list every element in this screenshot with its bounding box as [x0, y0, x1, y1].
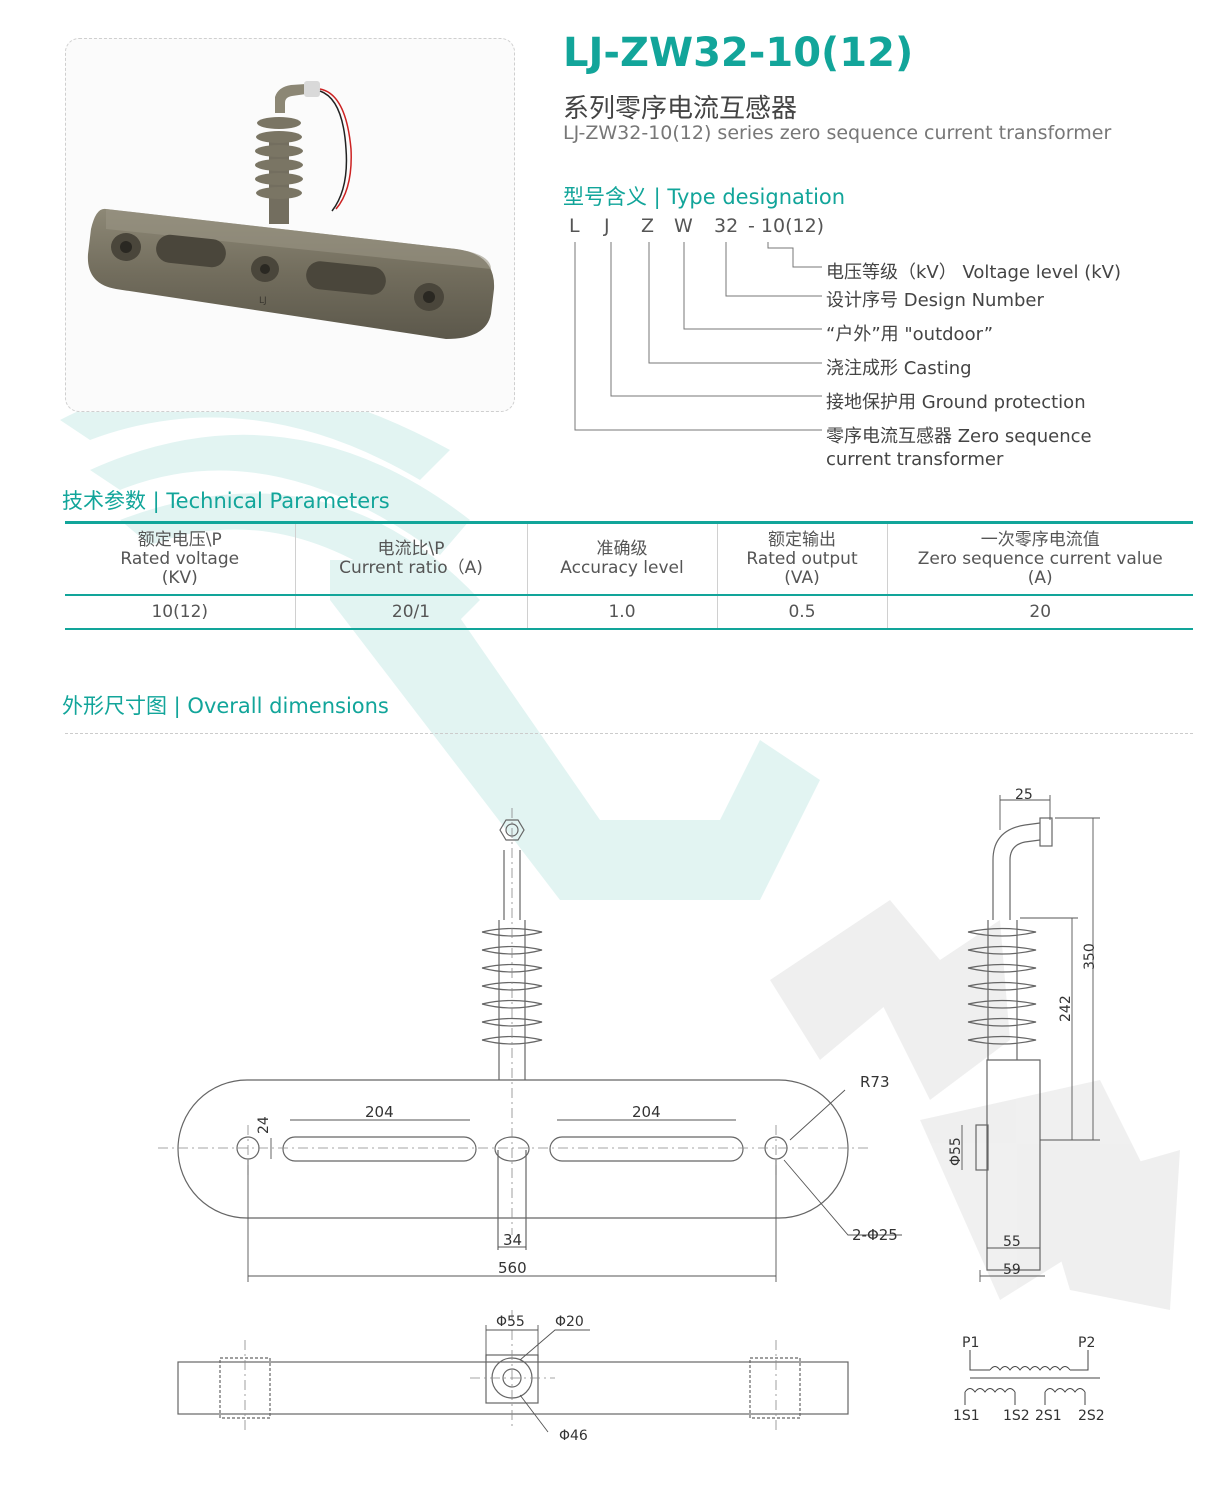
dim-slot-left: 204 [365, 1103, 394, 1121]
section-divider [65, 733, 1193, 734]
cell-output: 0.5 [717, 595, 888, 630]
cell-ratio: 20/1 [295, 595, 528, 630]
designation-leaders [574, 242, 822, 431]
subtitle-en: LJ-ZW32-10(12) series zero sequence curr… [563, 122, 1112, 144]
product-photo-frame [65, 38, 515, 412]
dim-slot-width: 24 [256, 1116, 272, 1134]
circuit-2s1: 2S1 [1035, 1408, 1062, 1424]
dim-side-242: 242 [1058, 995, 1074, 1022]
meaning-zero-seq-2: current transformer [826, 449, 1004, 470]
circuit-2s2: 2S2 [1078, 1408, 1105, 1424]
table-row: 10(12) 20/1 1.0 0.5 20 [65, 595, 1193, 630]
technical-heading: 技术参数 | Technical Parameters [62, 489, 390, 513]
dim-side-59: 59 [1003, 1262, 1021, 1278]
code-j: J [604, 215, 610, 237]
type-designation-heading: 型号含义 | Type designation [563, 185, 846, 209]
meaning-voltage: 电压等级（kV） Voltage level (kV) [826, 262, 1122, 283]
code-w: W [674, 215, 693, 237]
code-32: 32 [714, 215, 739, 237]
subtitle-cn: 系列零序电流互感器 [563, 94, 798, 124]
circuit-p2: P2 [1078, 1335, 1095, 1351]
dim-holes: 2-Φ25 [852, 1226, 898, 1244]
code-z: Z [641, 215, 655, 237]
dimensions-heading: 外形尺寸图 | Overall dimensions [62, 694, 389, 718]
dim-slot-right: 204 [632, 1103, 661, 1121]
circuit-1s1: 1S1 [953, 1408, 980, 1424]
dim-side-350: 350 [1082, 943, 1098, 970]
dim-side-base: Φ55 [948, 1137, 964, 1166]
meaning-casting: 浇注成形 Casting [826, 358, 972, 379]
meaning-ground: 接地保护用 Ground protection [826, 392, 1086, 413]
dim-side-55: 55 [1003, 1234, 1021, 1250]
circuit-1s2: 1S2 [1003, 1408, 1030, 1424]
dim-bottom-46: Φ46 [559, 1428, 588, 1444]
dim-bottom-55: Φ55 [496, 1314, 525, 1330]
cell-zero-seq: 20 [887, 595, 1193, 630]
dimension-drawing: 204 204 24 R73 2-Φ25 34 560 25 350 242 Φ… [158, 787, 1105, 1444]
page-title: LJ-ZW32-10(12) [563, 30, 914, 76]
circuit-p1: P1 [962, 1335, 979, 1351]
dim-center-width: 34 [503, 1231, 522, 1249]
meaning-design: 设计序号 Design Number [826, 290, 1044, 311]
meaning-zero-seq: 零序电流互感器 Zero sequence [826, 426, 1092, 447]
meaning-outdoor: “户外”用 "outdoor” [826, 324, 994, 345]
dim-radius: R73 [860, 1073, 890, 1091]
product-mark: LJ [259, 296, 267, 306]
product-photo: LJ [87, 81, 495, 339]
cell-voltage: 10(12) [65, 595, 296, 630]
dim-total-length: 560 [498, 1259, 527, 1277]
dim-bottom-20: Φ20 [555, 1314, 584, 1330]
cell-accuracy: 1.0 [527, 595, 718, 630]
dim-side-top: 25 [1015, 787, 1033, 803]
code-voltage: - 10(12) [748, 215, 825, 237]
code-l: L [569, 215, 580, 237]
